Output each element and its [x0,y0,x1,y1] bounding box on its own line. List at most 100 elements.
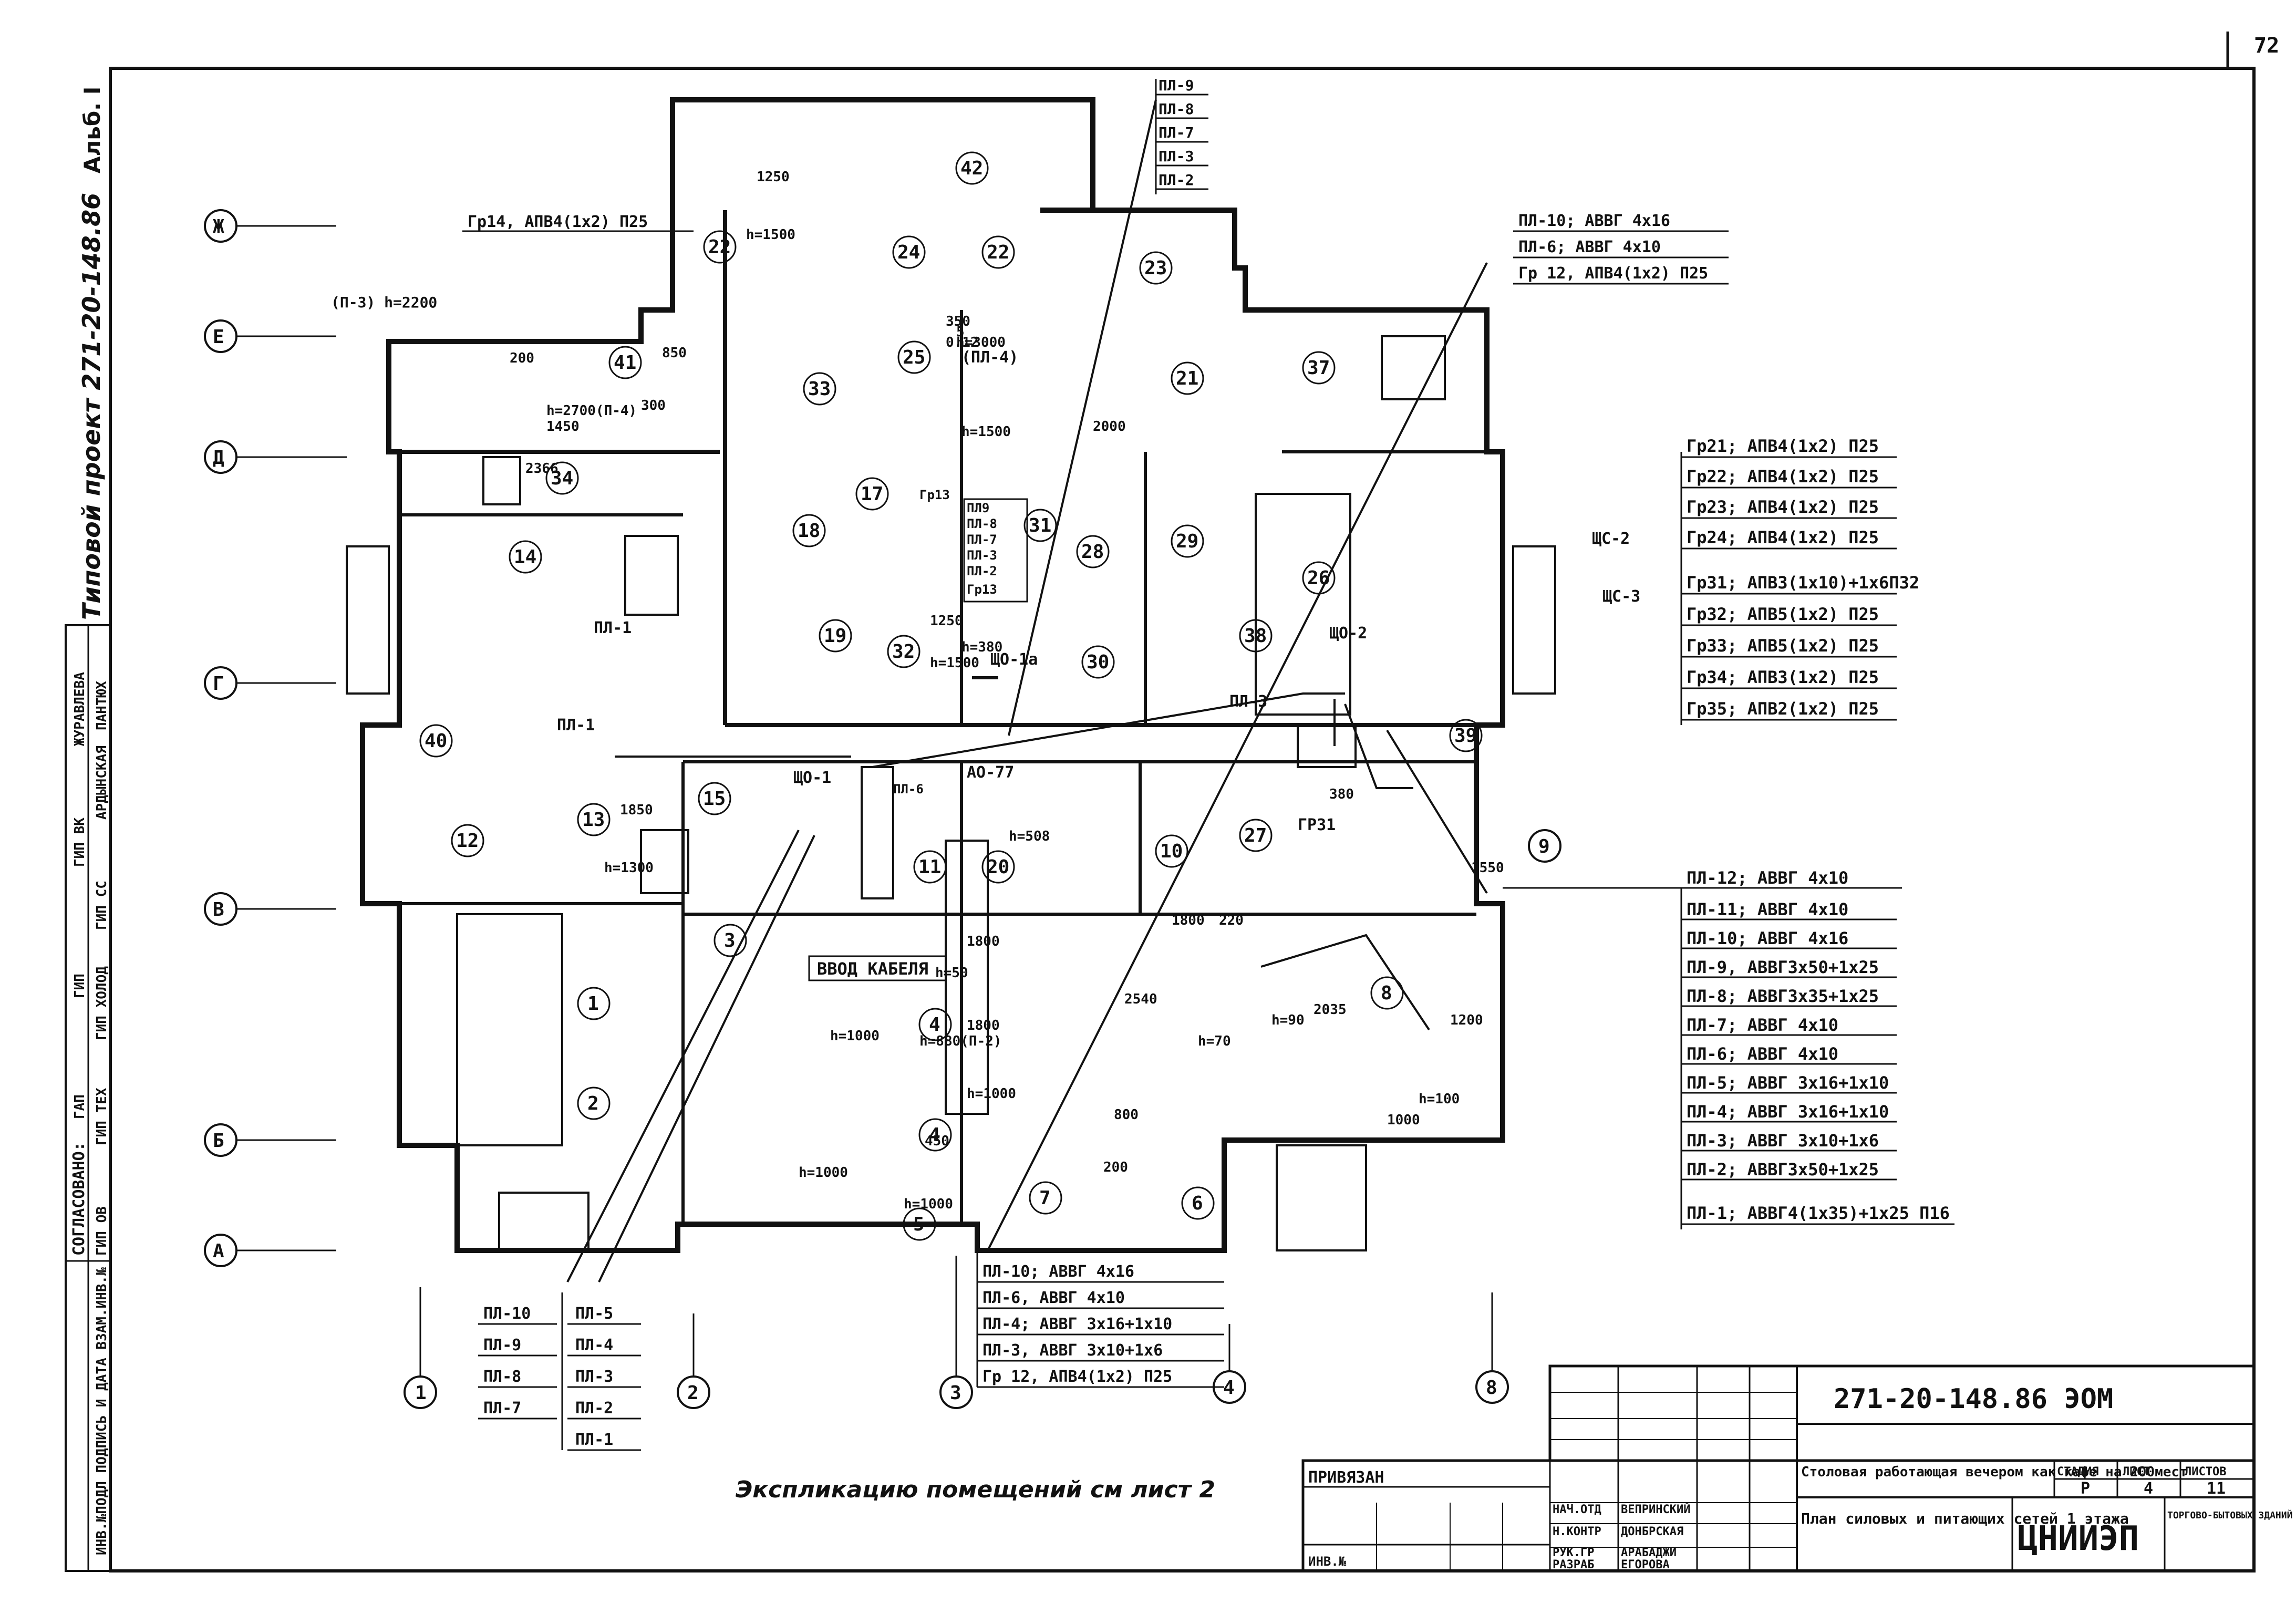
room-marker: 39 [1449,719,1483,752]
dimension-label: 380 [1329,787,1354,802]
room-marker: 29 [1171,524,1204,558]
rooms-note: Экспликацию помещений см лист 2 [736,1476,1215,1503]
svg-text:ПЛ-9: ПЛ-9 [1159,77,1194,94]
svg-text:ГР31: ГР31 [1298,816,1336,834]
dimension-label: 2035 [1314,1002,1347,1018]
approvals-row-3: ГИП ХОЛОД [94,966,110,1040]
approvals-row-1: ГИП ОВ [94,1206,110,1256]
svg-text:ПЛ-2: ПЛ-2 [1159,171,1194,189]
dimension-label: h=880(П-2) [919,1033,1002,1049]
svg-text:21: 21 [1176,368,1198,389]
svg-text:20: 20 [987,856,1009,878]
svg-text:19: 19 [824,625,846,647]
room-marker: 22 [981,235,1015,269]
svg-text:Гр35; АПВ2(1х2) П25: Гр35; АПВ2(1х2) П25 [1687,699,1879,719]
org-name: ЦНИИЭП [2018,1519,2139,1558]
approvals-name-7: ЖУРАВЛЕВА [72,672,88,746]
riser-list-top: ПЛ-9 ПЛ-8 ПЛ-7 ПЛ-3 ПЛ-2 [1155,77,1208,194]
svg-text:ПЛ-8: ПЛ-8 [1159,100,1194,118]
dimension-label: h=1000 [799,1165,848,1181]
dimension-label: 300 [641,398,666,413]
svg-text:ПЛ-3: ПЛ-3 [967,548,997,563]
room-marker: 11 [913,850,947,884]
svg-text:Гр13: Гр13 [919,488,950,502]
approvals-name-2: ПАНТЮХ [94,681,110,730]
room-numbers: 1 2 3 4 4 5 6 7 8 10 11 12 13 14 15 17 1… [419,151,1483,1241]
axis-3: 3 [950,1382,961,1404]
dimension-label: 2366 [525,461,559,477]
svg-text:ПЛ-10: ПЛ-10 [483,1305,531,1323]
axis-g: Г [213,673,224,695]
dimension-label: 2540 [1124,991,1157,1007]
svg-text:ПЛ-2: ПЛ-2 [575,1399,613,1418]
svg-text:ЩО-1а: ЩО-1а [990,650,1038,669]
dimension-label: h=1000 [830,1028,880,1044]
room-marker: 3 [713,924,747,957]
svg-text:ПЛ-6: ПЛ-6 [893,782,924,796]
room-marker: 20 [981,850,1015,884]
svg-text:Гр 12, АПВ4(1х2) П25: Гр 12, АПВ4(1х2) П25 [1518,264,1708,283]
axis-b: Б [213,1130,224,1152]
svg-text:ПЛ-4: ПЛ-4 [575,1336,613,1354]
room-marker: 6 [1181,1186,1215,1220]
svg-text:ПЛ-10; АВВГ 4х16: ПЛ-10; АВВГ 4х16 [982,1263,1134,1281]
org-subtitle: ТОРГОВО-БЫТОВЫХ ЗДАНИЙ И ТУРИСТСКИХ КОМП… [2167,1509,2296,1521]
dimension-label: h=508 [1009,829,1050,844]
svg-text:ПЛ-7: ПЛ-7 [967,532,997,547]
dimension-label: h=2700(П-4) [546,403,637,419]
dimension-label: h=380 [961,639,1002,655]
room-marker: 41 [608,346,642,379]
room-marker: 13 [577,803,611,836]
room-marker: 4 [918,1118,952,1152]
room-marker: 37 [1302,351,1336,385]
svg-text:5: 5 [913,1214,925,1235]
sheet-number: 72 [2254,34,2279,58]
room-marker: 32 [887,635,921,668]
drawing-code: 271-20-148.86 ЭОМ [1834,1383,2113,1415]
svg-text:26: 26 [1307,567,1330,589]
svg-text:22: 22 [708,236,731,258]
svg-text:ПЛ-6; АВВГ 4х10: ПЛ-6; АВВГ 4х10 [1687,1044,1838,1064]
dimension-label: 0.12 [946,335,979,350]
svg-text:ПЛ-9: ПЛ-9 [483,1336,521,1354]
dimension-label: 1850 [620,802,653,818]
svg-text:ЩС-2: ЩС-2 [1592,530,1630,548]
signer-role-2: Н.КОНТР [1553,1525,1601,1538]
gr14-callout: Гр14, АПВ4(1х2) П25 (П-3) h=2200 [331,213,694,311]
project-name: Столовая работающая вечером как кафе на … [1801,1464,2188,1480]
room-marker: 15 [698,782,731,815]
room-marker: 34 [545,461,579,495]
dimension-label: 200 [1103,1160,1128,1175]
svg-text:3: 3 [724,930,736,951]
svg-text:ПЛ-3, АВВГ 3х10+1х6: ПЛ-3, АВВГ 3х10+1х6 [982,1341,1163,1360]
svg-text:1: 1 [587,993,599,1015]
inv-number-label: ИНВ.№ [1308,1554,1347,1569]
dimension-label: 450 [925,1133,949,1149]
sheet-header: ЛИСТ [2123,1465,2150,1478]
svg-text:8: 8 [1381,982,1392,1004]
svg-text:10: 10 [1160,841,1183,862]
svg-text:ПЛ-8: ПЛ-8 [483,1368,521,1386]
dimension-label: 1250 [757,169,790,185]
room-marker: 14 [509,540,542,574]
dimension-label: h=70 [1198,1033,1231,1049]
svg-text:(ПЛ-4): (ПЛ-4) [961,348,1018,367]
svg-text:ПЛ-1: ПЛ-1 [594,619,632,637]
room-marker: 24 [892,235,926,269]
room-marker: 25 [897,340,931,374]
dimension-label: h=1500 [930,655,979,671]
dimension-label: 1450 [546,419,580,434]
svg-text:24: 24 [897,242,920,263]
svg-text:11: 11 [918,856,941,878]
svg-text:Гр22; АПВ4(1х2) П25: Гр22; АПВ4(1х2) П25 [1687,467,1879,487]
sheet-value: 4 [2144,1480,2153,1498]
axis-8: 8 [1486,1377,1497,1399]
room-marker: 10 [1155,834,1188,868]
svg-text:39: 39 [1454,725,1477,747]
svg-text:ЩО-1: ЩО-1 [793,769,831,787]
axis-9: 9 [1538,836,1550,857]
svg-text:ЩО-2: ЩО-2 [1329,624,1367,643]
approvals-row-5: ГАП [72,1094,88,1119]
dimension-label: h=100 [1419,1091,1460,1107]
svg-text:Гр21; АПВ4(1х2) П25: Гр21; АПВ4(1х2) П25 [1687,436,1879,456]
